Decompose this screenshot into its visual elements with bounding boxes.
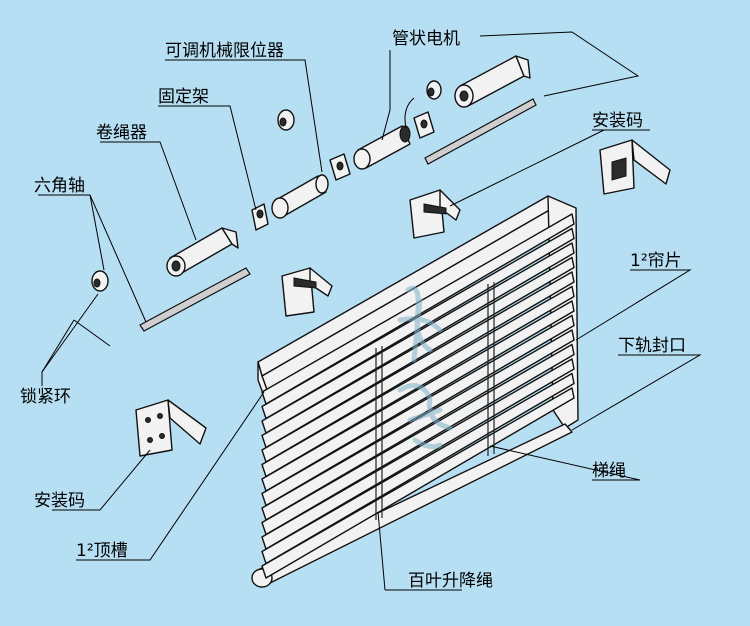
mounting-clip-top	[599, 139, 671, 195]
label-bottom-rail-cap: 下轨封口	[618, 336, 686, 356]
slat	[261, 300, 575, 492]
slat	[261, 285, 575, 478]
fixed-bracket-top	[413, 111, 435, 139]
label-fixed-bracket: 固定架	[158, 87, 209, 107]
hex-axis-bar	[139, 267, 251, 332]
mounting-clip-mid	[409, 189, 461, 239]
label-lock-ring: 锁紧环	[20, 387, 71, 407]
mounting-clip-bottom	[135, 399, 207, 457]
label-rope-winder: 卷绳器	[96, 123, 147, 143]
fixed-bracket-left	[251, 203, 269, 231]
label-tubular-motor: 管状电机	[392, 29, 460, 49]
slat	[261, 372, 575, 565]
lock-ring-mid	[277, 109, 295, 131]
slat	[261, 387, 575, 579]
mounting-clip-lower	[281, 267, 333, 317]
label-slat: 1²帘片	[630, 251, 682, 271]
blind-assembly	[251, 195, 579, 588]
label-lift-cord: 百叶升降绳	[408, 571, 493, 591]
lock-ring-top	[426, 80, 442, 100]
slat	[261, 314, 575, 507]
slat	[261, 358, 575, 550]
label-mounting-clip-bottom: 安装码	[34, 491, 85, 511]
label-mounting-clip-top: 安装码	[592, 111, 643, 131]
rope-winder	[166, 227, 239, 277]
motor-head	[454, 55, 531, 108]
label-top-channel: 1²顶槽	[76, 541, 128, 561]
slat	[261, 329, 575, 521]
fixed-bracket-right	[329, 153, 351, 181]
hex-axis-bar-upper	[424, 98, 537, 165]
label-ladder-cord: 梯绳	[592, 461, 626, 481]
adjustable-limiter	[271, 174, 329, 219]
leader-lines	[38, 31, 702, 591]
lock-ring-left	[91, 270, 109, 292]
label-adjustable-limiter: 可调机械限位器	[165, 41, 284, 61]
slat	[261, 271, 575, 463]
slat	[261, 256, 575, 449]
label-hex-axis: 六角轴	[34, 176, 85, 196]
watermark-logo	[397, 285, 453, 450]
tubular-motor	[353, 97, 415, 170]
